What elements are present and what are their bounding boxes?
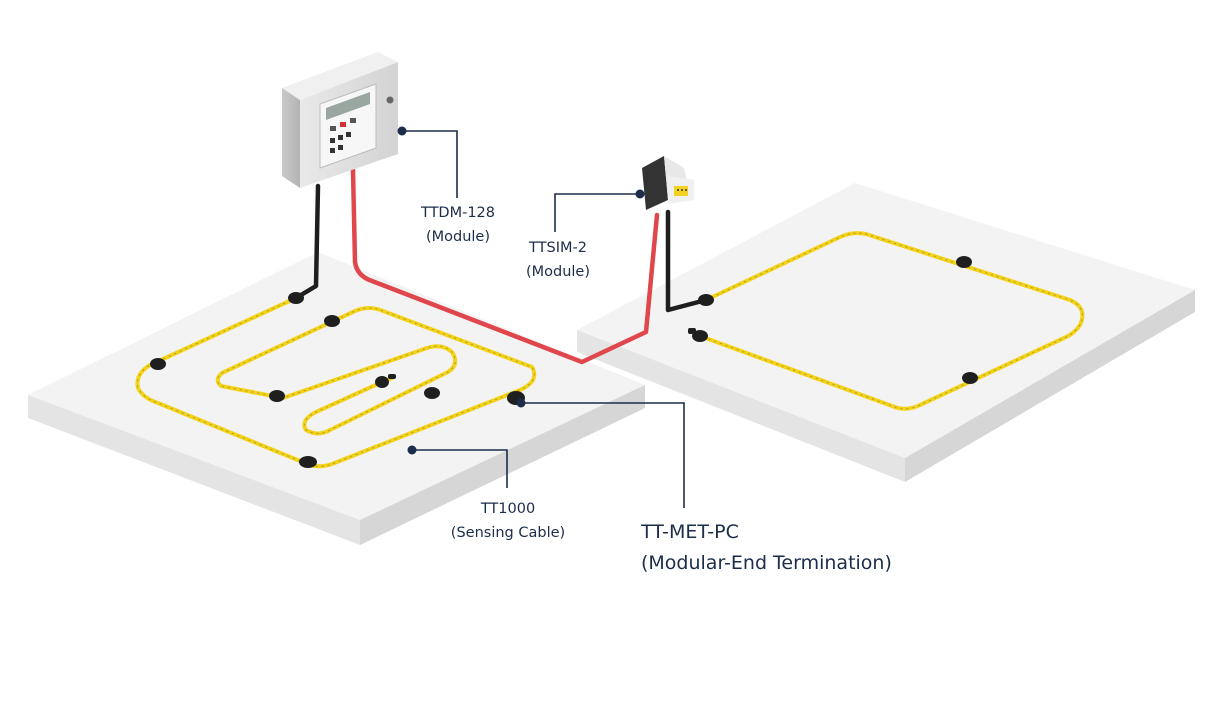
- red-leader-cable: [350, 167, 660, 365]
- black-drop-cable: [293, 183, 321, 301]
- left-sensing-cable: [135, 296, 537, 469]
- connector: [150, 358, 166, 370]
- black-drop-cable-ttsim: [665, 209, 709, 313]
- label-ttsim-type: (Module): [525, 264, 591, 280]
- right-sensing-cable: [698, 231, 1085, 411]
- connector: [269, 390, 285, 402]
- left-slab: [28, 252, 645, 545]
- callout-line-ttdm: [402, 130, 458, 198]
- connector: [698, 294, 714, 306]
- connector: [299, 456, 317, 468]
- label-ttmet-name: TT-MET-PC: [641, 521, 739, 543]
- callout-dot-tt1000: [407, 445, 417, 455]
- connector: [956, 256, 972, 268]
- connector: [375, 376, 389, 388]
- callout-dot-ttdm: [397, 126, 407, 136]
- right-slab: [577, 183, 1195, 482]
- callout-line-ttsim: [554, 193, 640, 232]
- callout-lines: [402, 130, 685, 508]
- callout-dot-ttmet: [516, 398, 526, 408]
- label-ttsim: TTSIM-2 (Module): [510, 236, 606, 284]
- label-ttmet: TT-MET-PC (Modular-End Termination): [641, 517, 892, 579]
- callout-dots: [397, 126, 645, 455]
- label-tt1000-type: (Sensing Cable): [450, 525, 566, 541]
- label-ttdm-name: TTDM-128: [420, 205, 496, 221]
- connectors: [150, 256, 978, 468]
- label-ttmet-type: (Modular-End Termination): [641, 552, 892, 574]
- connector: [288, 292, 304, 304]
- callout-line-ttmet: [521, 402, 685, 508]
- connector: [324, 315, 340, 327]
- label-ttdm-type: (Module): [425, 229, 491, 245]
- ttsim-module-box: [642, 156, 694, 210]
- callout-line-tt1000: [412, 449, 508, 488]
- connector: [962, 372, 978, 384]
- end-cap: [388, 374, 396, 379]
- label-tt1000-name: TT1000: [480, 501, 536, 517]
- label-ttdm: TTDM-128 (Module): [410, 201, 506, 249]
- label-tt1000: TT1000 (Sensing Cable): [430, 497, 586, 545]
- end-cap: [688, 328, 696, 334]
- label-ttsim-name: TTSIM-2: [529, 240, 587, 256]
- connector: [424, 387, 440, 399]
- callout-dot-ttsim: [635, 189, 645, 199]
- ttdm-module-box: [282, 52, 398, 188]
- connector: [692, 330, 708, 342]
